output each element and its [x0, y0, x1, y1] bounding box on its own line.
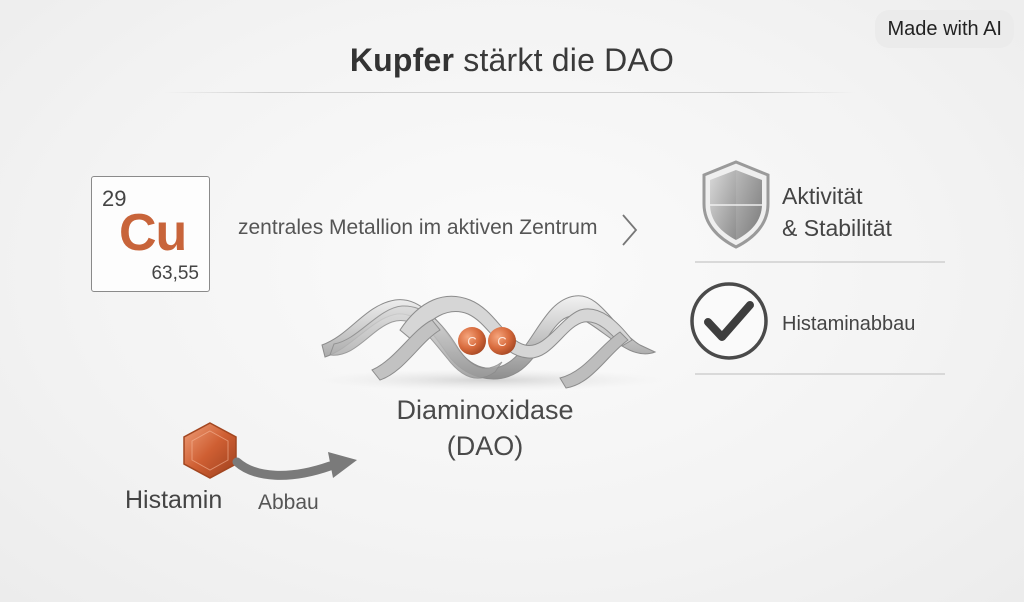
- shield-icon: [702, 160, 770, 249]
- degradation-arrow: [232, 452, 357, 480]
- dao-enzyme-ribbon: [321, 295, 657, 389]
- copper-element-tile: 29 Cu 63,55: [91, 176, 210, 292]
- histamine-hexagon-icon: [183, 422, 237, 479]
- enzyme-name: Diaminoxidase: [396, 395, 574, 425]
- atomic-mass: 63,55: [151, 263, 199, 284]
- degradation-label: Abbau: [258, 491, 319, 514]
- page-title: Kupfer stärkt die DAO: [0, 42, 1024, 79]
- made-with-ai-badge: Made with AI: [875, 10, 1014, 48]
- benefit-stability-line2: & Stabilität: [782, 215, 892, 241]
- benefit-histamine-label: Histaminabbau: [782, 313, 916, 335]
- title-bold: Kupfer: [349, 42, 455, 78]
- copper-atom-1: [458, 327, 486, 355]
- copper-atom-1-label: C: [467, 334, 476, 349]
- element-symbol: Cu: [119, 204, 187, 262]
- copper-role-label: zentrales Metallion im aktiven Zentrum: [238, 216, 598, 239]
- title-divider: [165, 92, 855, 93]
- enzyme-abbreviation: (DAO): [446, 431, 524, 461]
- title-rest: stärkt die DAO: [454, 42, 675, 78]
- enzyme-label: Diaminoxidase (DAO): [380, 392, 590, 464]
- atomic-number: 29: [102, 186, 127, 211]
- copper-atom-2: [488, 327, 516, 355]
- benefit-stability-line1: Aktivität: [782, 183, 863, 209]
- checkmark-icon: [690, 282, 768, 360]
- histamine-label: Histamin: [125, 486, 223, 514]
- chevron-right-icon: [622, 214, 638, 246]
- copper-atom-2-label: C: [497, 334, 506, 349]
- benefit-stability-label: Aktivität & Stabilität: [782, 180, 892, 244]
